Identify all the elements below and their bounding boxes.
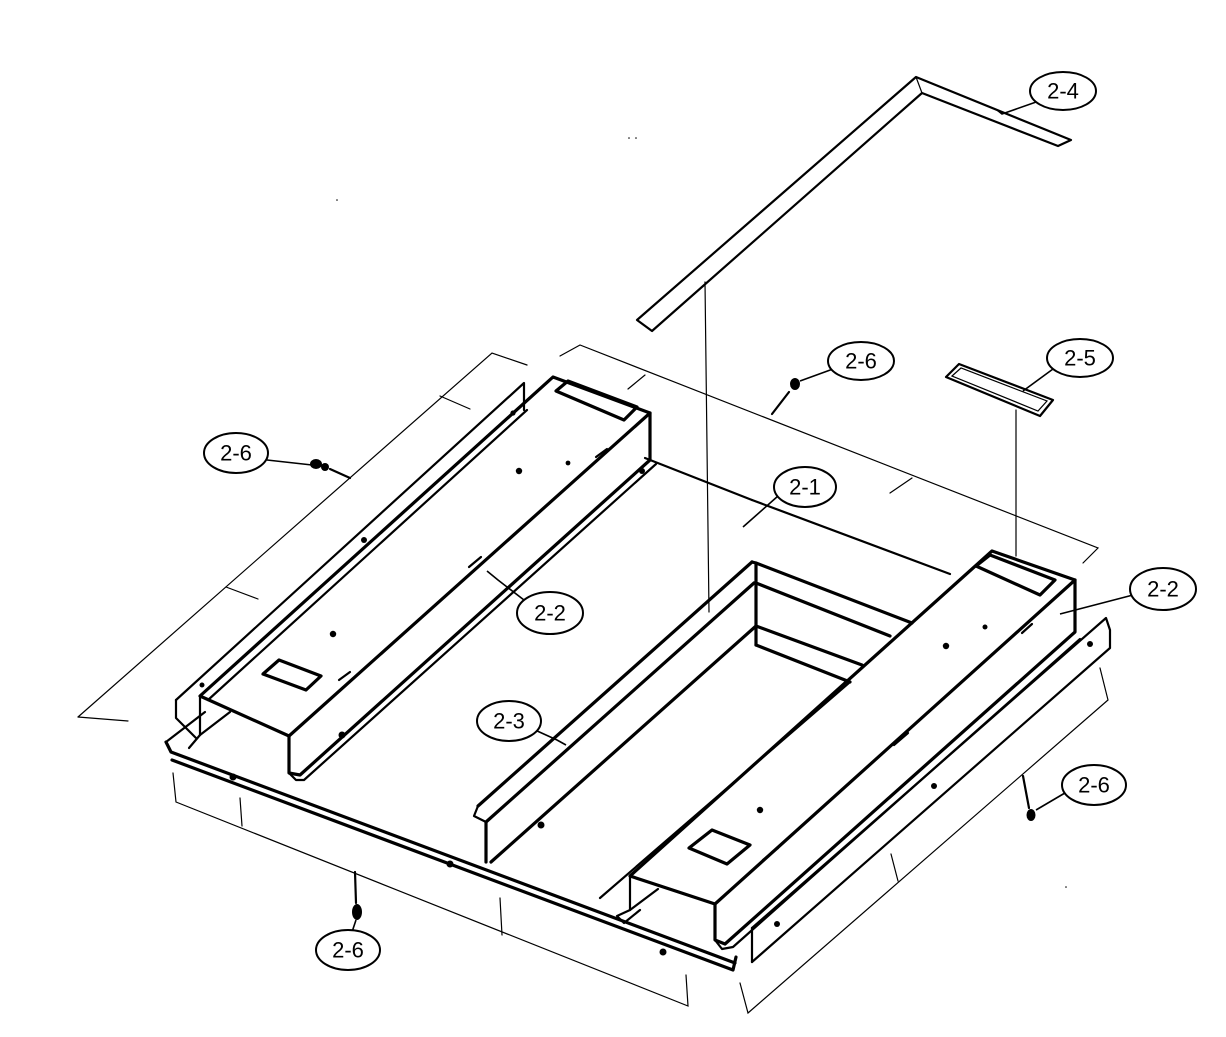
callout-label: 2-2 <box>1147 577 1179 602</box>
center-channel-part <box>472 560 914 900</box>
scan-specks <box>336 137 1067 888</box>
screw-icon <box>352 870 362 920</box>
callout-label: 2-6 <box>220 441 252 466</box>
callout-label: 2-2 <box>534 601 566 626</box>
phantom-outline-lines <box>77 344 1109 1015</box>
screw-icon <box>1021 774 1036 821</box>
cover-plate-part <box>944 362 1055 557</box>
callout-2-2-left: 2-2 <box>516 591 584 635</box>
callout-2-6-right: 2-6 <box>1061 764 1127 806</box>
side-rail-left-part <box>174 375 658 782</box>
screws <box>310 378 1036 920</box>
callout-2-1: 2-1 <box>773 466 837 508</box>
screw-icon <box>310 459 352 480</box>
callout-label: 2-3 <box>493 709 525 734</box>
callout-label: 2-6 <box>1078 773 1110 798</box>
callout-label: 2-1 <box>789 475 821 500</box>
callout-2-4: 2-4 <box>1029 71 1097 111</box>
callout-2-6-top: 2-6 <box>827 341 895 381</box>
callout-2-6-left: 2-6 <box>203 432 269 474</box>
callout-2-5: 2-5 <box>1046 338 1114 378</box>
callout-label: 2-4 <box>1047 79 1079 104</box>
side-rail-right-part <box>615 549 1112 964</box>
screw-icon <box>770 378 800 416</box>
angle-bracket-part <box>635 75 1073 613</box>
callout-label: 2-5 <box>1064 346 1096 371</box>
base-frame-part <box>164 456 952 972</box>
callout-2-2-right: 2-2 <box>1129 567 1197 611</box>
callout-label: 2-6 <box>332 938 364 963</box>
callout-2-3: 2-3 <box>476 700 542 742</box>
callout-2-6-bottom: 2-6 <box>315 929 381 971</box>
callout-label: 2-6 <box>845 349 877 374</box>
